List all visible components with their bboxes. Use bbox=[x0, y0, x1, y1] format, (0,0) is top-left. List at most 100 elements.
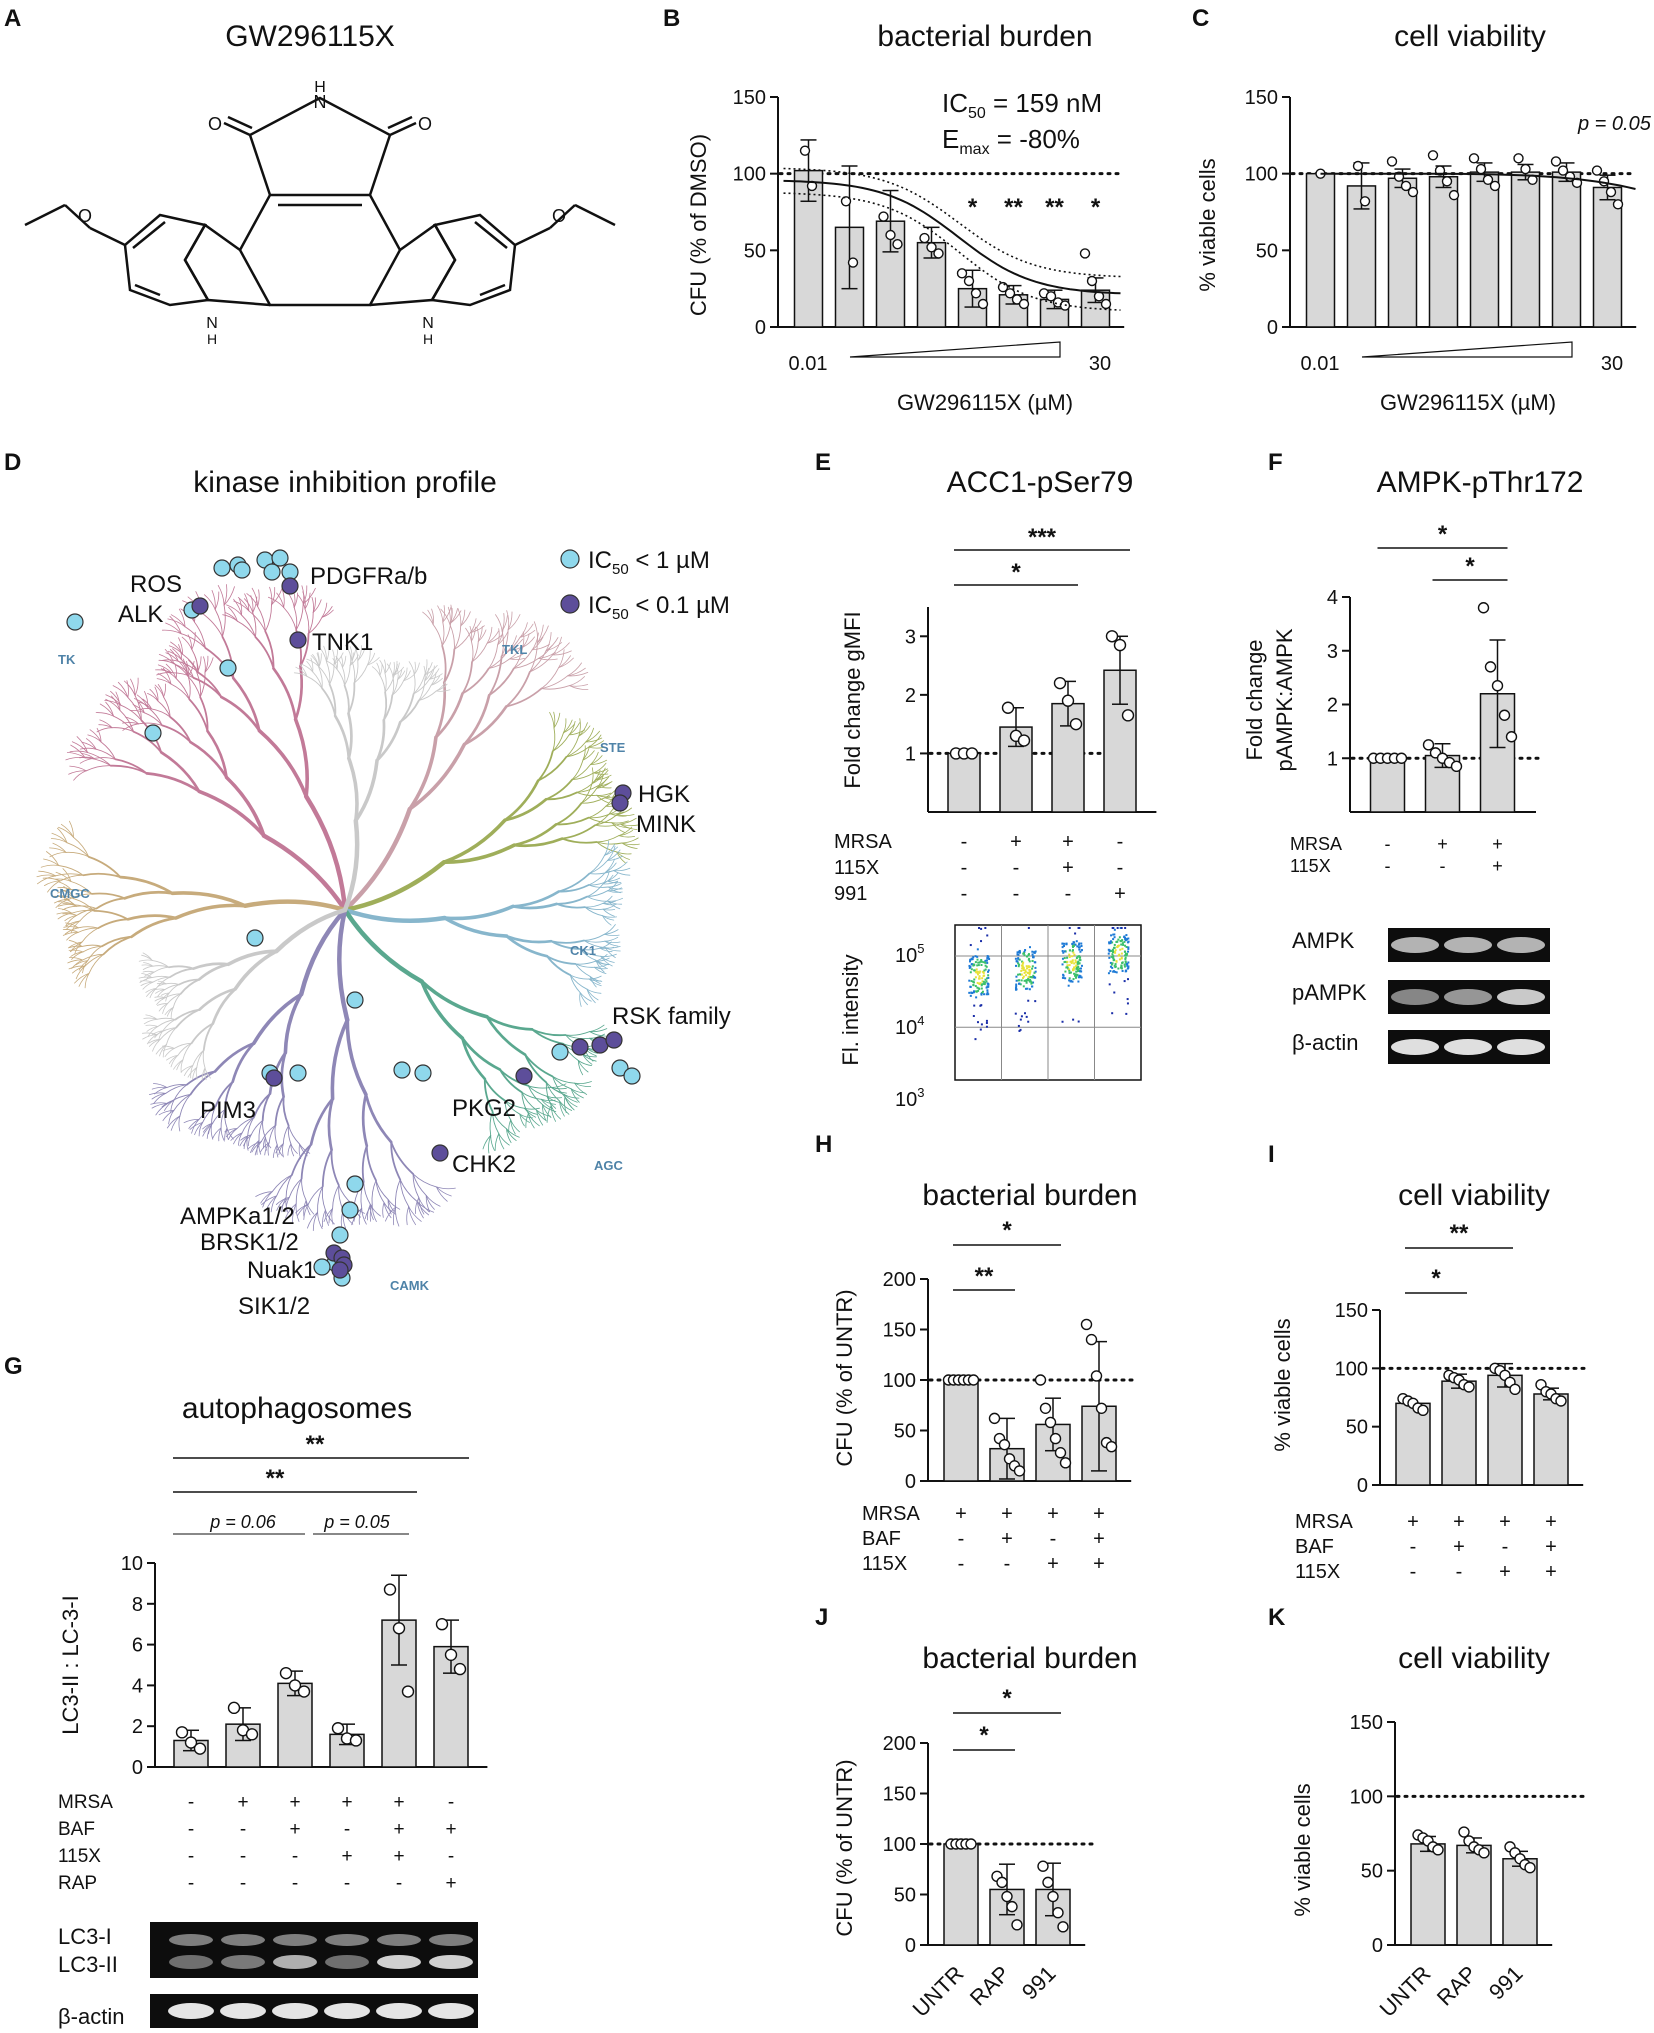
flow-event bbox=[1109, 970, 1112, 973]
legend2-text: IC bbox=[588, 592, 612, 619]
branch-other bbox=[318, 666, 323, 689]
branch-camk bbox=[198, 1105, 217, 1120]
branch-camk bbox=[155, 1103, 169, 1116]
flow-event bbox=[982, 990, 985, 993]
flow-event bbox=[984, 961, 987, 964]
branch-other bbox=[312, 671, 323, 689]
branch-cmgc bbox=[60, 823, 74, 838]
panel-e: E ACC1-pSer79 Fold change gMFI 123**** M… bbox=[815, 449, 1157, 1111]
flow-event bbox=[1030, 981, 1033, 984]
branch-agc bbox=[527, 1085, 552, 1089]
branch-other bbox=[379, 674, 386, 693]
branch-camk bbox=[285, 1174, 293, 1199]
condition-mark: - bbox=[1117, 857, 1124, 879]
branch-tk bbox=[134, 677, 139, 697]
branch-tkl bbox=[488, 644, 499, 669]
significance-star: ** bbox=[266, 1465, 285, 1492]
branch-cmgc bbox=[43, 858, 60, 866]
kinase-hit-light bbox=[341, 1201, 359, 1219]
branch-ck1 bbox=[600, 953, 617, 957]
branch-tk bbox=[157, 664, 172, 674]
branch-other bbox=[357, 647, 366, 662]
branch-camk bbox=[274, 1124, 278, 1146]
branch-agc bbox=[536, 1109, 551, 1117]
flow-event bbox=[1027, 979, 1030, 982]
y-tick-label: 2 bbox=[132, 1716, 143, 1738]
flow-event bbox=[1074, 959, 1077, 962]
panel-f-condition-table: MRSA-++115X--+ bbox=[1290, 834, 1503, 876]
branch-tk bbox=[206, 729, 228, 779]
panel-c-dose-wedge bbox=[1361, 341, 1573, 358]
panel-i: I cell viability % viable cells 05010015… bbox=[1268, 1141, 1592, 1583]
data-point bbox=[1386, 156, 1398, 167]
flow-event bbox=[986, 986, 989, 989]
branch-other bbox=[295, 666, 308, 677]
branch-camk bbox=[178, 1115, 181, 1132]
branch-other bbox=[329, 663, 335, 685]
branch-tk bbox=[174, 662, 177, 679]
data-point bbox=[1359, 196, 1371, 207]
flow-event bbox=[1126, 952, 1129, 955]
branch-tkl bbox=[441, 621, 445, 647]
branch-tk bbox=[68, 770, 87, 775]
panel-c-letter: C bbox=[1192, 5, 1209, 32]
data-point bbox=[1509, 1383, 1521, 1396]
flow-event bbox=[972, 981, 975, 984]
branch-tk bbox=[224, 775, 266, 838]
branch-agc bbox=[564, 1094, 572, 1108]
branch-camk bbox=[285, 1197, 289, 1213]
branch-other bbox=[413, 674, 426, 695]
branch-other bbox=[174, 1008, 201, 1021]
flow-event bbox=[1078, 946, 1081, 949]
flow-event bbox=[1018, 958, 1021, 961]
data-point bbox=[1463, 1381, 1475, 1393]
kinase-hit-light bbox=[393, 1061, 411, 1079]
panel-a-letter: A bbox=[4, 5, 21, 32]
flow-cytometry-plot bbox=[954, 924, 1142, 1081]
blot-band bbox=[221, 1955, 265, 1969]
branch-tkl bbox=[453, 632, 471, 650]
flow-event bbox=[974, 976, 977, 979]
branch-cmgc bbox=[81, 927, 99, 943]
legend-label-1: IC50 < 1 µM bbox=[588, 547, 710, 578]
branch-ck1 bbox=[579, 948, 602, 957]
branch-ste bbox=[565, 746, 590, 758]
branch-tk bbox=[181, 636, 193, 650]
branch-tk bbox=[246, 593, 258, 607]
blot-band bbox=[1444, 989, 1492, 1005]
branch-ste bbox=[585, 727, 594, 743]
data-point bbox=[840, 196, 852, 207]
branch-ste bbox=[596, 794, 611, 798]
branch-camk bbox=[213, 1041, 256, 1073]
blot-band bbox=[1444, 1039, 1492, 1055]
branch-camk bbox=[382, 1202, 385, 1218]
branch-other bbox=[156, 1017, 176, 1020]
branch-other bbox=[180, 1059, 184, 1073]
branch-tk bbox=[104, 700, 122, 706]
branch-ck1 bbox=[604, 940, 619, 947]
y-tick-label: 100 bbox=[883, 1370, 916, 1392]
flow-event bbox=[978, 971, 981, 974]
branch-tk bbox=[169, 615, 182, 635]
flow-event bbox=[1022, 976, 1025, 979]
branch-other bbox=[211, 987, 237, 1025]
data-point bbox=[1001, 1890, 1013, 1903]
panel-h-title: bacterial burden bbox=[922, 1179, 1137, 1212]
branch-other bbox=[274, 907, 348, 954]
group-label-ste: STE bbox=[600, 740, 626, 755]
branch-ste bbox=[568, 722, 580, 736]
condition-mark: - bbox=[448, 1792, 454, 1813]
branch-other bbox=[145, 1014, 158, 1020]
legend2-sub: 50 bbox=[612, 606, 629, 623]
flow-event bbox=[1114, 970, 1117, 973]
bar bbox=[943, 1843, 979, 1946]
branch-other bbox=[310, 657, 314, 673]
flow-event bbox=[1123, 935, 1126, 938]
flow-event bbox=[1077, 943, 1080, 946]
branch-camk bbox=[170, 1099, 175, 1114]
flow-event bbox=[1124, 958, 1127, 961]
flow-event bbox=[1076, 973, 1079, 976]
bar bbox=[1469, 171, 1500, 328]
branch-camk bbox=[274, 1095, 285, 1127]
condition-mark: - bbox=[188, 1792, 194, 1813]
